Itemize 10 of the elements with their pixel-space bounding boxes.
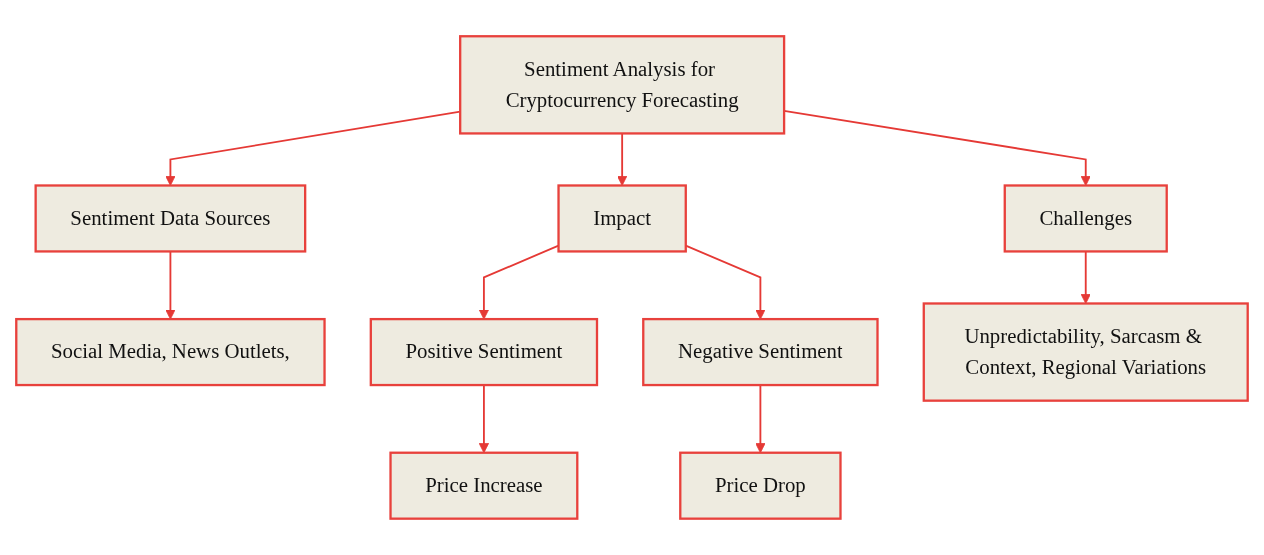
node-box: Price Increase: [389, 451, 579, 520]
node-box: Impact: [557, 184, 687, 253]
node-box: Social Media, News Outlets,: [15, 318, 326, 387]
node-box: Unpredictability, Sarcasm & Context, Regional Variations: [922, 302, 1249, 402]
node-box: Challenges: [1003, 184, 1168, 253]
node-box: Positive Sentiment: [369, 318, 599, 387]
node-box: Sentiment Data Sources: [34, 184, 307, 253]
node-box: Negative Sentiment: [642, 318, 879, 387]
node-box: Price Drop: [679, 451, 842, 520]
node-box: Sentiment Analysis for Cryptocurrency Forecasting: [459, 35, 786, 135]
